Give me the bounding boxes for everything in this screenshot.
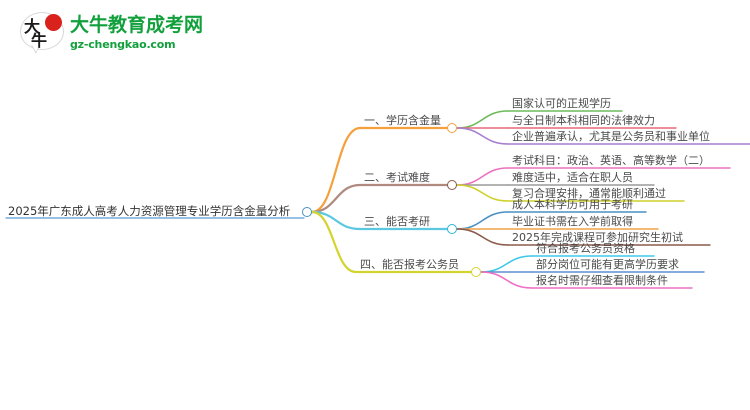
- mindmap-edge: [456, 110, 509, 129]
- mindmap-edge: [310, 210, 358, 274]
- leaf-label-4-3[interactable]: 报名时需仔细查看限制条件: [536, 274, 668, 287]
- mindmap-node-dot[interactable]: [471, 267, 481, 277]
- mindmap-edge: [310, 126, 362, 214]
- mindmap-edge: [456, 184, 509, 202]
- logo-mark: 大 牛: [20, 12, 66, 56]
- leaf-label-1-3[interactable]: 企业普遍承认，尤其是公务员和事业单位: [512, 130, 710, 143]
- leaf-label-2-2[interactable]: 难度适中，适合在职人员: [512, 171, 633, 184]
- leaf-label-3-3[interactable]: 2025年完成课程可参加研究生初试: [512, 231, 683, 244]
- speech-bubble-tail-icon: [31, 44, 40, 54]
- site-logo: 大 牛 大牛教育成考网 gz-chengkao.com: [14, 8, 204, 60]
- leaf-label-1-2[interactable]: 与全日制本科相同的法律效力: [512, 114, 655, 127]
- leaf-label-1-1[interactable]: 国家认可的正规学历: [512, 97, 611, 110]
- logo-mark-char-1: 大: [24, 17, 40, 36]
- leaf-label-3-1[interactable]: 成人本科学历可用于考研: [512, 198, 633, 211]
- mindmap-node-dot[interactable]: [447, 123, 457, 133]
- logo-mark-char-2: 牛: [31, 31, 47, 50]
- root-node-label[interactable]: 2025年广东成人高考人力资源管理专业学历含金量分析: [8, 204, 291, 218]
- leaf-label-4-2[interactable]: 部分岗位可能有更高学历要求: [536, 258, 679, 271]
- mindmap-node-dot[interactable]: [302, 207, 312, 217]
- brand-text: 大牛教育成考网 gz-chengkao.com: [70, 14, 205, 52]
- mindmap-node-dot[interactable]: [447, 180, 457, 190]
- mindmap-edge: [456, 211, 509, 230]
- leaf-label-2-3[interactable]: 复习合理安排，通常能顺利通过: [512, 187, 666, 200]
- logo-mark-text: 大 牛: [24, 19, 58, 49]
- branch-label-3[interactable]: 三、能否考研: [364, 215, 430, 228]
- mindmap-edge: [480, 255, 533, 273]
- leaf-label-4-1[interactable]: 符合报考公务员资格: [536, 242, 635, 255]
- mindmap-edge: [456, 228, 509, 246]
- mindmap-edge: [456, 127, 509, 145]
- branch-label-4[interactable]: 四、能否报考公务员: [360, 258, 459, 271]
- brand-name-cn: 大牛教育成考网: [70, 14, 204, 36]
- mindmap-edge: [480, 271, 533, 289]
- leaf-label-3-2[interactable]: 毕业证书需在入学前取得: [512, 215, 633, 228]
- leaf-label-2-1[interactable]: 考试科目：政治、英语、高等数学（二）: [512, 154, 710, 167]
- mindmap-edge: [310, 183, 362, 214]
- branch-label-1[interactable]: 一、学历含金量: [364, 114, 441, 127]
- branch-label-2[interactable]: 二、考试难度: [364, 171, 430, 184]
- brand-domain: gz-chengkao.com: [70, 38, 176, 51]
- mindmap-edge: [456, 167, 509, 186]
- mindmap-node-dot[interactable]: [447, 224, 457, 234]
- red-circle-icon: [45, 14, 62, 31]
